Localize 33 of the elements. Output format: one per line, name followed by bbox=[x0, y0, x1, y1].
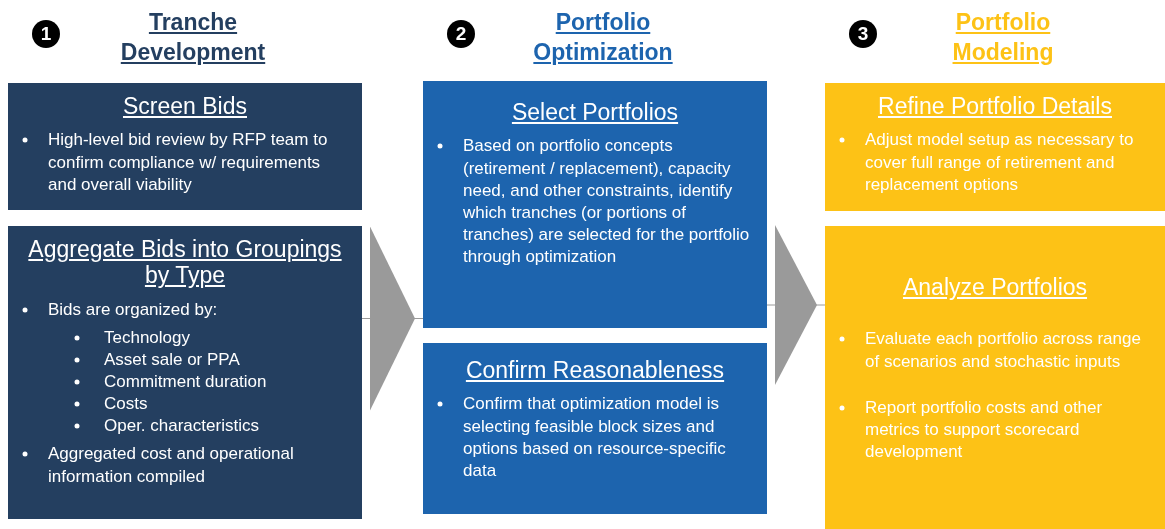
step-number: 3 bbox=[849, 20, 877, 48]
step-number: 1 bbox=[32, 20, 60, 48]
column-heading: Tranche Development bbox=[119, 8, 267, 67]
bullet-text: Asset sale or PPA bbox=[20, 349, 350, 372]
box-heading: Refine Portfolio Details bbox=[877, 93, 1113, 120]
process-box bbox=[8, 226, 362, 519]
column-heading: Portfolio Optimization bbox=[532, 8, 674, 67]
bullet-text: Evaluate each portfolio across range of scenarios and stochastic inputs bbox=[837, 328, 1153, 373]
process-box bbox=[8, 83, 362, 210]
bullet-text: Based on portfolio concepts (retirement / replacement), capacity need, and other constraints, identify which tranches (or portions of tranches) are selected for the portfolio through optimization bbox=[435, 135, 755, 268]
process-box bbox=[423, 81, 767, 328]
process-box bbox=[825, 226, 1165, 529]
box-heading: Confirm Reasonableness bbox=[464, 357, 726, 384]
bullet-text: Adjust model setup as necessary to cover full range of retirement and replacement options bbox=[837, 129, 1153, 196]
column-heading: Portfolio Modeling bbox=[951, 8, 1055, 67]
bullet-text: Commitment duration bbox=[20, 371, 350, 394]
process-box bbox=[423, 343, 767, 514]
bullet-text: Aggregated cost and operational information compiled bbox=[20, 443, 350, 488]
step-number: 2 bbox=[447, 20, 475, 48]
bullet-text: Confirm that optimization model is selecting feasible block sizes and options based on resource-specific data bbox=[435, 393, 755, 482]
box-heading: Aggregate Bids into Groupings by Type bbox=[27, 236, 343, 289]
chevron-arrow bbox=[361, 226, 424, 411]
bullet-text: Technology bbox=[20, 326, 350, 350]
process-box bbox=[825, 83, 1165, 211]
bullet-text: High-level bid review by RFP team to confirm compliance w/ requirements and overall viability bbox=[20, 129, 350, 196]
box-heading: Screen Bids bbox=[122, 93, 248, 120]
box-heading: Select Portfolios bbox=[510, 99, 680, 126]
box-heading: Analyze Portfolios bbox=[901, 274, 1089, 301]
bullet-text: Bids are organized by: bbox=[20, 298, 350, 321]
chevron-arrow bbox=[766, 225, 826, 385]
bullet-text: Costs bbox=[20, 393, 350, 416]
bullet-text: Report portfolio costs and other metrics to support scorecard development bbox=[837, 396, 1153, 463]
bullet-text: Oper. characteristics bbox=[20, 415, 350, 438]
